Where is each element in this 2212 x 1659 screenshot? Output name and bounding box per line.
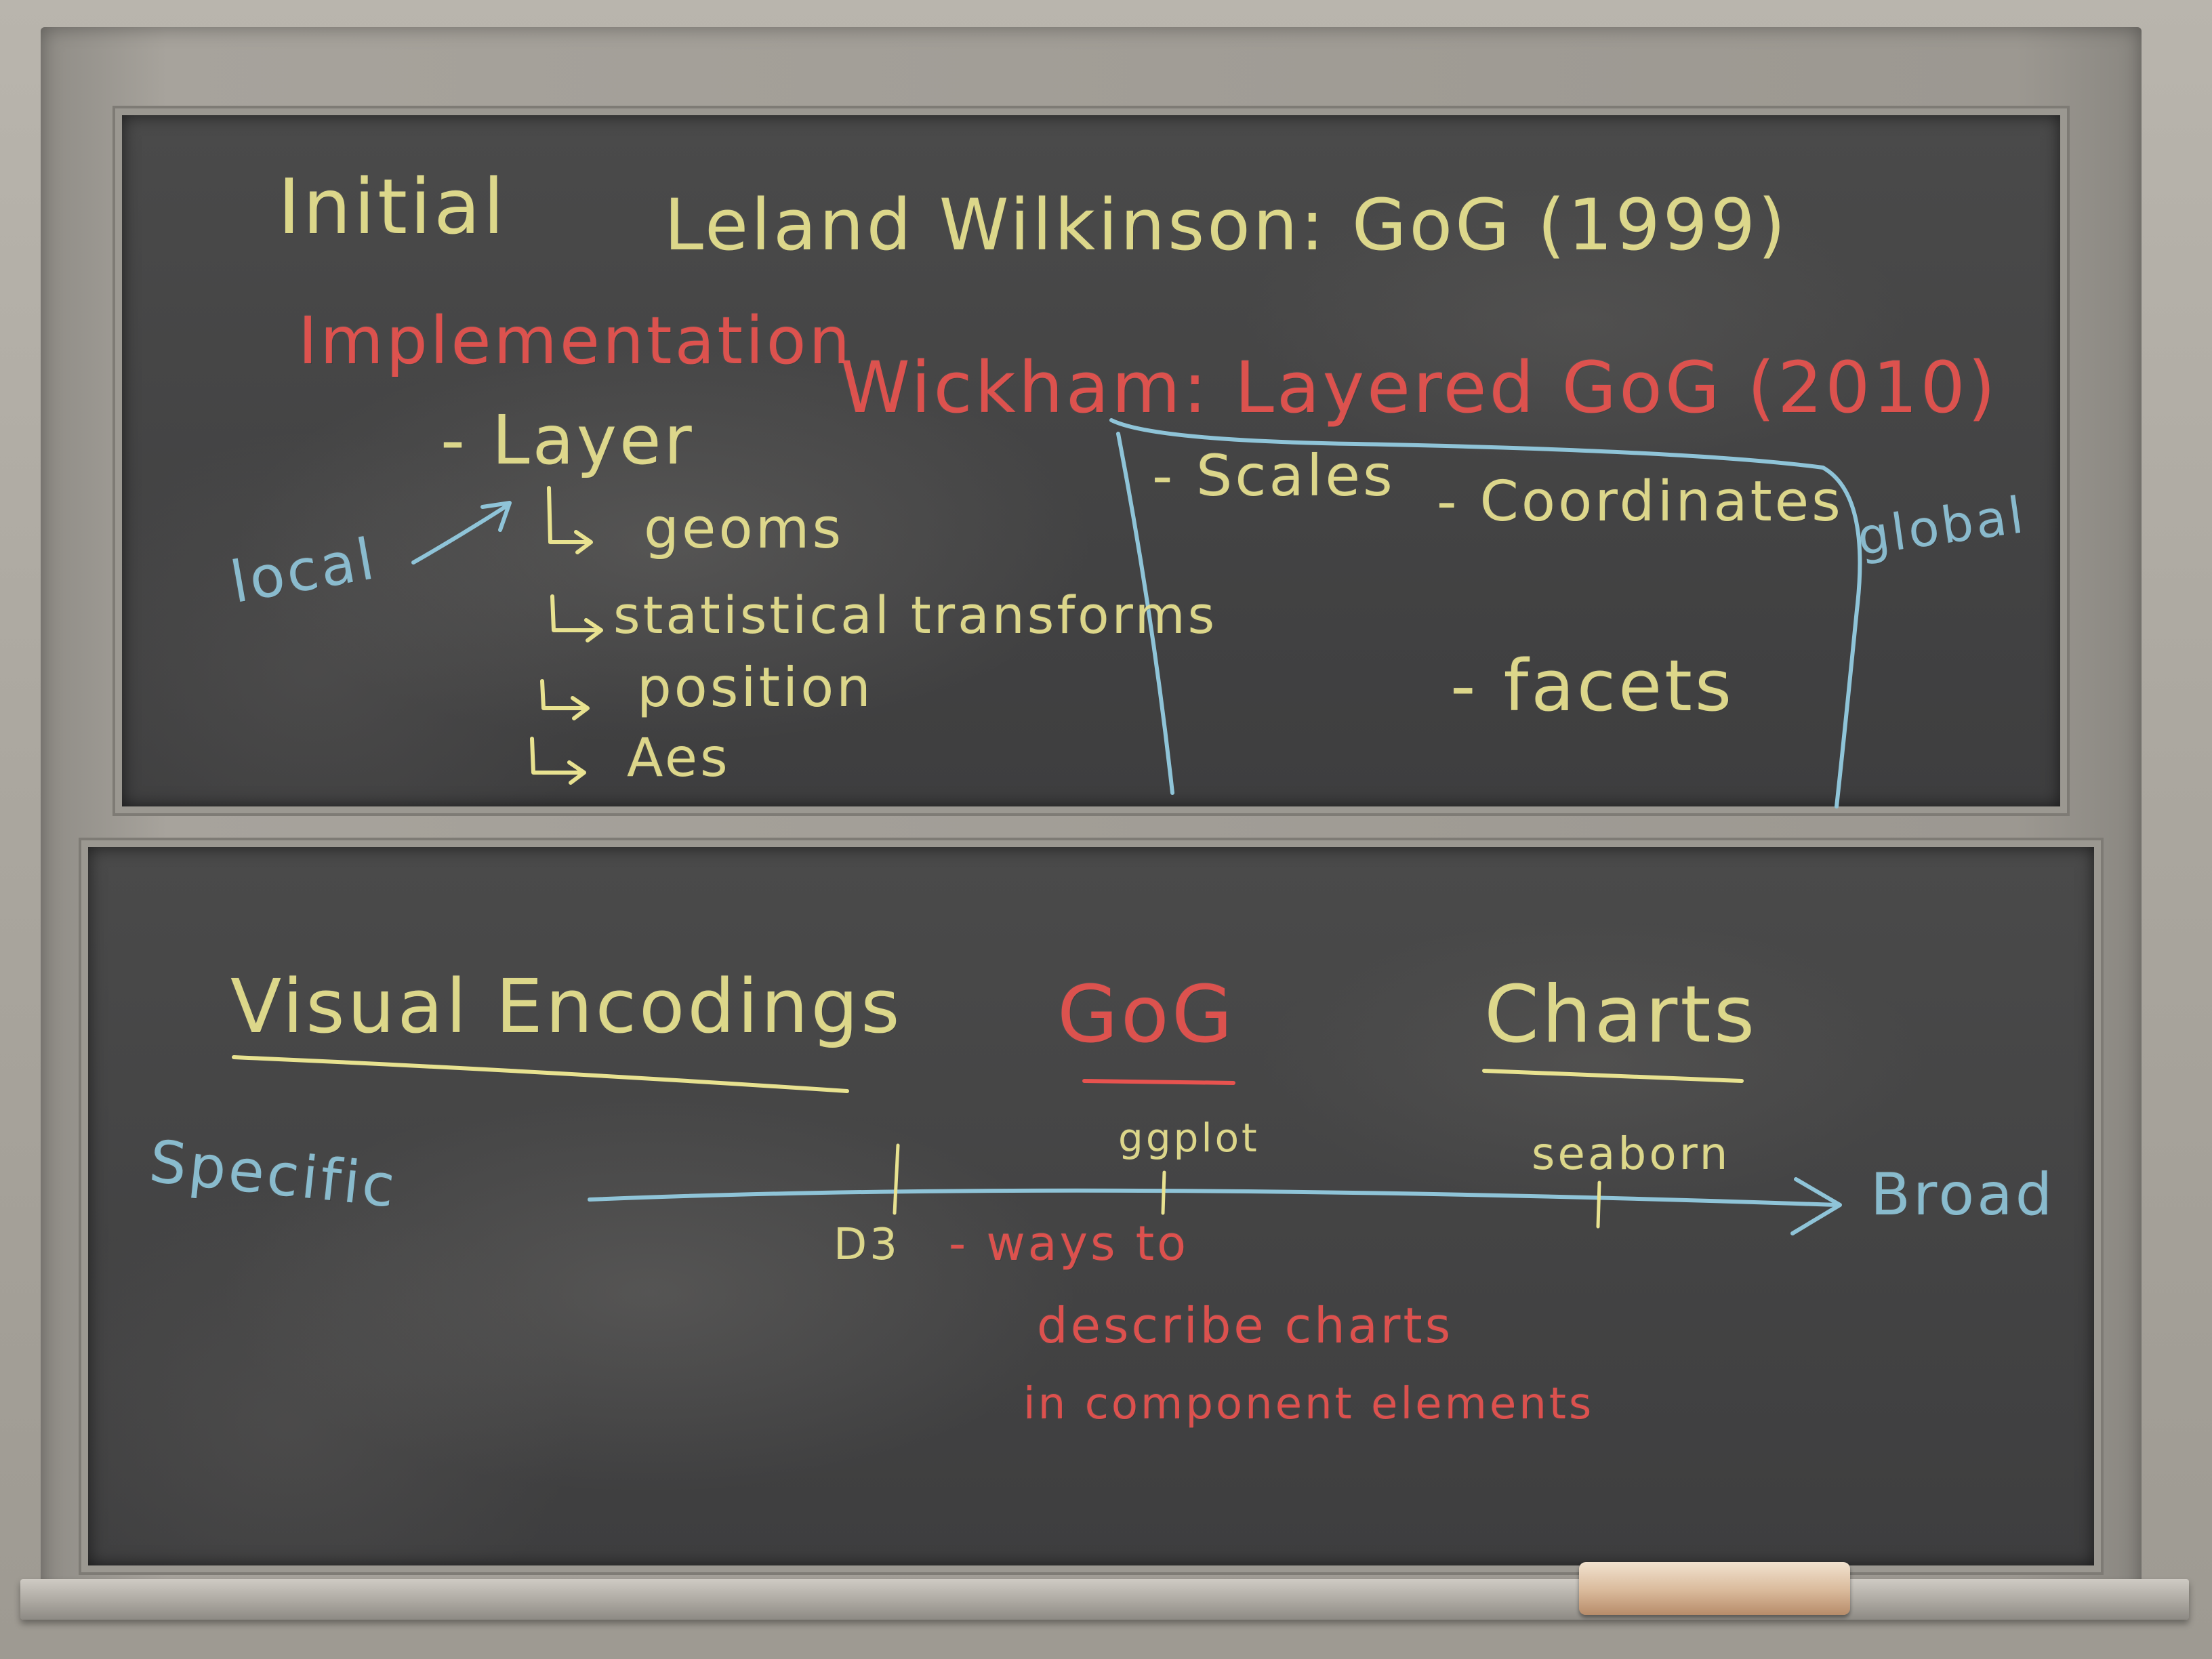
layer-item-position: position [637, 656, 874, 719]
charts-label: Charts [1484, 969, 1758, 1061]
charts-underline [1482, 1069, 1744, 1083]
layer-heading: - Layer [441, 401, 695, 480]
layer-item-aes: Aes [627, 728, 731, 789]
tick-seaborn [1596, 1181, 1601, 1229]
ggplot-label: ggplot [1118, 1115, 1260, 1161]
tick-ggplot [1161, 1170, 1166, 1215]
hook-4 [530, 737, 586, 785]
scales-label: - Scales [1152, 443, 1395, 509]
hook-3 [540, 679, 590, 720]
initial-label: Initial [278, 163, 507, 251]
global-bracket-left [1116, 432, 1174, 795]
note-line-1: - ways to [949, 1216, 1189, 1271]
hook-1 [547, 486, 593, 554]
global-bracket [1109, 418, 1862, 808]
coordinates-label: - Coordinates [1437, 470, 1843, 534]
layer-item-stat-transforms: statistical transforms [613, 585, 1218, 645]
d3-label: D3 [834, 1220, 900, 1270]
gog-underline [1082, 1079, 1235, 1085]
visual-encodings-label: Visual Encodings [230, 963, 903, 1050]
broad-label: Broad [1870, 1161, 2055, 1229]
eraser [1579, 1562, 1850, 1615]
implementation-label: Implementation [298, 303, 853, 379]
local-arrow [411, 503, 510, 565]
wilkinson-line: Leland Wilkinson: GoG (1999) [664, 184, 1788, 266]
hook-2 [550, 594, 603, 642]
local-arrow-head [480, 501, 512, 532]
gog-label: GoG [1057, 969, 1235, 1061]
visual-encodings-underline [232, 1055, 849, 1093]
wickham-line: Wickham: Layered GoG (2010) [840, 346, 1999, 429]
layer-item-geoms: geoms [644, 497, 844, 561]
lower-chalkboard-panel [88, 847, 2094, 1565]
continuum-line [588, 1188, 1839, 1207]
tick-d3 [893, 1143, 900, 1215]
seaborn-label: seaborn [1532, 1128, 1731, 1180]
continuum-arrow-head [1790, 1177, 1842, 1235]
note-line-3: in component elements [1023, 1379, 1595, 1429]
facets-label: - facets [1450, 644, 1735, 727]
note-line-2: describe charts [1037, 1297, 1454, 1354]
